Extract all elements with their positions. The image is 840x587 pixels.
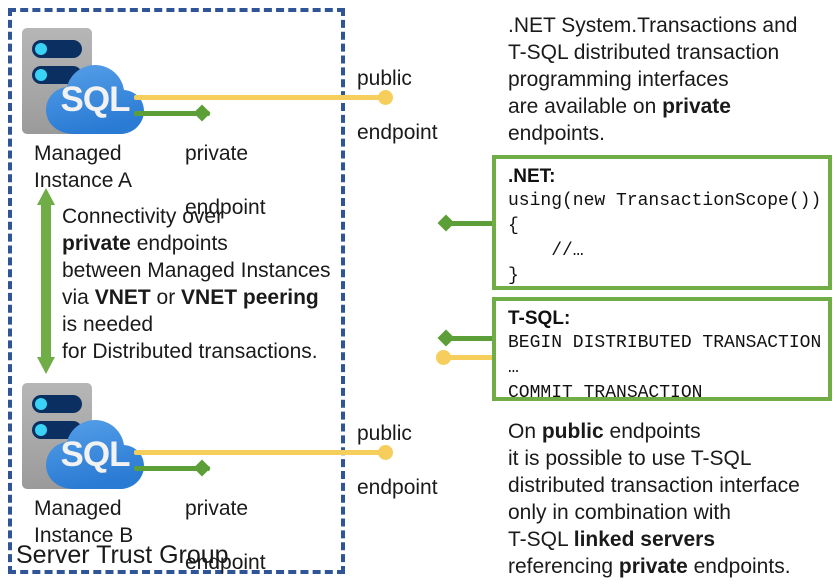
public-endpoints-note-line-1-post: endpoints — [603, 420, 701, 443]
tsql-box-yellow-connector-dot — [436, 350, 451, 365]
connectivity-note-bold-private: private — [62, 232, 131, 255]
managed-instance-a: SQL Managed Instance A — [22, 28, 172, 198]
connectivity-note-line-4: via VNET or VNET peering — [62, 284, 352, 311]
connectivity-note-line-2: private endpoints — [62, 230, 352, 257]
private-endpoint-label-b: private endpoint — [185, 468, 266, 587]
public-endpoint-dot-b — [378, 445, 393, 460]
server-drive-bay-icon — [32, 40, 82, 58]
private-endpoint-label-a: private endpoint — [185, 113, 266, 248]
private-endpoints-note-line-5: endpoints. — [508, 122, 605, 145]
private-endpoint-line-b — [134, 466, 210, 471]
connectivity-note-line-1: Connectivity over — [62, 205, 224, 228]
public-endpoints-note-line-6-pre: referencing — [508, 555, 619, 578]
connectivity-note-line-2-rest: endpoints — [130, 232, 228, 255]
public-endpoints-note-line-5: T-SQL linked servers — [508, 526, 838, 553]
public-endpoints-note-line-3: distributed transaction interface — [508, 474, 800, 497]
connectivity-note: Connectivity over private endpoints betw… — [62, 203, 352, 365]
private-endpoint-label-a-line2: endpoint — [185, 196, 266, 219]
public-endpoint-line-b — [134, 450, 389, 455]
private-endpoints-note-line-2: T-SQL distributed transaction — [508, 41, 780, 64]
tsql-code-line: … — [508, 358, 519, 378]
public-endpoints-note-bold-public: public — [541, 420, 604, 443]
tsql-box-green-connector-line — [448, 336, 494, 341]
public-endpoints-note-line-6-post: endpoints. — [687, 555, 791, 578]
public-endpoint-line-a — [134, 95, 389, 100]
connectivity-note-line-3: between Managed Instances — [62, 259, 331, 282]
public-endpoints-note-line-5-pre: T-SQL — [508, 528, 574, 551]
public-endpoint-label-a: public endpoint — [357, 38, 438, 173]
public-endpoints-note-line-1: On public endpoints — [508, 418, 838, 445]
private-endpoint-line-a — [134, 111, 210, 116]
connectivity-note-bold-vnet: VNET — [94, 286, 151, 309]
managed-instance-a-caption: Managed Instance A — [34, 140, 132, 194]
caption-line-2: Instance B — [34, 524, 134, 547]
server-trust-group-boundary — [8, 8, 345, 574]
managed-instance-b: SQL Managed Instance B — [22, 383, 172, 553]
private-endpoint-label-a-line1: private — [185, 142, 249, 165]
managed-instance-b-caption: Managed Instance B — [34, 495, 133, 549]
tsql-box-green-connector-diamond — [437, 329, 455, 347]
tsql-box-yellow-connector-line — [448, 355, 494, 360]
connectivity-note-line-4-mid: or — [150, 286, 182, 309]
dotnet-code-inner: .NET: using(new TransactionScope()) { //… — [496, 159, 828, 295]
connectivity-note-line-6: for Distributed transactions. — [62, 340, 318, 363]
server-drive-bay-icon — [32, 421, 82, 439]
private-endpoints-note: .NET System.Transactions and T-SQL distr… — [508, 12, 833, 147]
private-endpoints-note-line-4-pre: are available on — [508, 95, 663, 118]
dotnet-code-line: } — [508, 266, 519, 286]
tsql-code-line: COMMIT TRANSACTION — [508, 383, 703, 403]
dotnet-box-connector-diamond — [437, 214, 455, 232]
public-endpoints-note-bold-linked-servers: linked servers — [573, 528, 716, 551]
server-drive-bay-icon — [32, 395, 82, 413]
connectivity-note-line-5: is needed — [62, 313, 154, 336]
public-endpoints-note-line-6: referencing private endpoints. — [508, 553, 838, 580]
public-endpoint-label-a-line2: endpoint — [357, 121, 438, 144]
tsql-code-line: BEGIN DISTRIBUTED TRANSACTION — [508, 333, 822, 353]
server-trust-group-label: Server Trust Group — [16, 541, 229, 569]
dotnet-code-title: .NET: — [508, 166, 556, 187]
private-connectivity-arrow — [36, 188, 56, 374]
public-endpoint-label-a-line1: public — [357, 67, 412, 90]
public-endpoint-dot-a — [378, 90, 393, 105]
caption-line-2: Instance A — [34, 169, 133, 192]
tsql-code-box: T-SQL: BEGIN DISTRIBUTED TRANSACTION … C… — [492, 297, 832, 403]
connectivity-note-bold-vnet-peering: VNET peering — [181, 286, 319, 309]
public-endpoints-note-line-1-pre: On — [508, 420, 542, 443]
public-endpoint-label-b-line1: public — [357, 422, 412, 445]
dotnet-code-line: { — [508, 216, 519, 236]
tsql-code-inner: T-SQL: BEGIN DISTRIBUTED TRANSACTION … C… — [496, 301, 828, 412]
sql-cloud-icon — [44, 64, 146, 138]
private-endpoint-label-b-line2: endpoint — [185, 551, 266, 574]
private-endpoints-note-line-3: programming interfaces — [508, 68, 729, 91]
public-endpoints-note-line-4: only in combination with — [508, 501, 731, 524]
caption-line-1: Managed — [34, 142, 122, 165]
private-endpoints-note-bold-private: private — [662, 95, 731, 118]
dotnet-code-line: //… — [508, 241, 584, 261]
caption-line-1: Managed — [34, 497, 122, 520]
sql-cloud-icon — [44, 419, 146, 493]
private-endpoint-label-b-line1: private — [185, 497, 249, 520]
connectivity-note-line-4-pre: via — [62, 286, 95, 309]
dotnet-code-box: .NET: using(new TransactionScope()) { //… — [492, 155, 832, 290]
public-endpoint-label-b-line2: endpoint — [357, 476, 438, 499]
private-endpoints-note-line-1: .NET System.Transactions and — [508, 14, 798, 37]
public-endpoints-note: On public endpoints it is possible to us… — [508, 418, 838, 580]
public-endpoints-note-bold-private: private — [618, 555, 688, 578]
dotnet-box-connector-line — [448, 221, 494, 226]
dotnet-code-line: using(new TransactionScope()) — [508, 191, 822, 211]
server-drive-bay-icon — [32, 66, 82, 84]
public-endpoints-note-line-2: it is possible to use T-SQL — [508, 447, 752, 470]
public-endpoint-label-b: public endpoint — [357, 393, 438, 528]
sql-wordmark: SQL — [60, 435, 131, 474]
private-endpoints-note-line-4: are available on private — [508, 93, 833, 120]
sql-wordmark: SQL — [60, 80, 131, 119]
tsql-code-title: T-SQL: — [508, 308, 571, 329]
